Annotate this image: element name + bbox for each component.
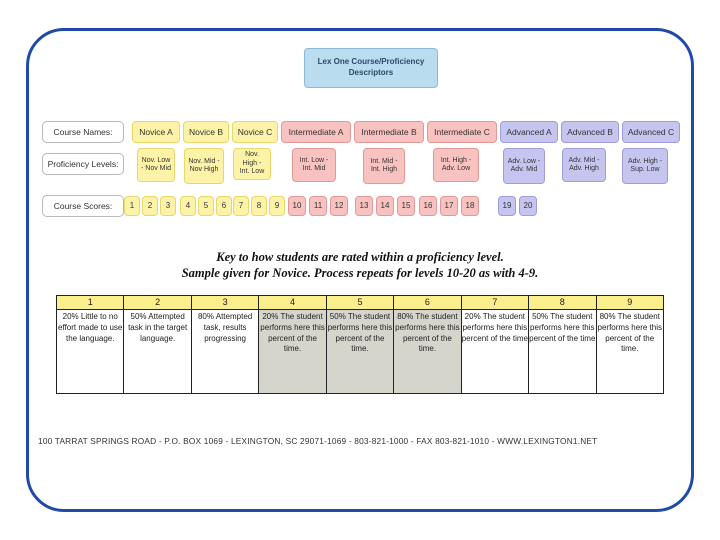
level-cell: Int. Mid -Int. High [363,148,405,184]
key-line-1: Key to how students are rated within a p… [216,250,504,264]
level-cell: Nov. High - Int. Low [233,148,271,180]
course-name-cell: Advanced C [622,121,680,143]
score-cell: 19 [498,196,516,216]
rating-header-cell: 2 [123,295,192,310]
course-name-cell: Advanced B [561,121,619,143]
score-cell: 5 [198,196,214,216]
score-cell: 15 [397,196,415,216]
score-cell: 4 [180,196,196,216]
score-cell: 8 [251,196,267,216]
score-cell: 6 [216,196,232,216]
course-name-cell: Intermediate A [281,121,351,143]
score-cell: 7 [233,196,249,216]
rating-cell: 80% The student performs here this perce… [595,309,664,394]
rating-header-cell: 7 [460,295,530,310]
course-names-row: Novice A Novice B Novice C Intermediate … [132,121,680,143]
score-cell: 2 [142,196,158,216]
score-cell: 16 [419,196,437,216]
rating-cell: 80% Attempted task, results progressing [190,309,260,394]
key-line-2: Sample given for Novice. Process repeats… [181,266,539,280]
score-cell: 9 [269,196,285,216]
rating-table: 1 2 3 4 5 6 7 8 9 20% Little to no effor… [55,295,664,394]
course-scores-label: Course Scores: [42,195,124,217]
course-name-cell: Advanced A [500,121,558,143]
intermediate-b-scores: 13 14 15 [355,196,415,216]
score-cell: 18 [461,196,479,216]
score-cell: 3 [160,196,176,216]
proficiency-levels-label: Proficiency Levels: [42,153,124,175]
footer-address: 100 TARRAT SPRINGS ROAD - P.O. BOX 1069 … [38,436,598,446]
rating-header-cell: 6 [393,295,462,310]
rating-cell: 50% The student performs here this perce… [528,309,597,394]
course-names-label: Course Names: [42,121,124,143]
rating-body-row: 20% Little to no effort made to use the … [55,309,664,394]
rating-cell: 50% Attempted task in the target languag… [123,309,192,394]
advanced-a-scores: 19 20 [498,196,537,216]
score-cell: 11 [309,196,327,216]
score-cell: 10 [288,196,306,216]
score-cell: 12 [330,196,348,216]
intermediate-a-scores: 10 11 12 [288,196,348,216]
course-name-cell: Novice C [232,121,278,143]
level-cell: Int. Low - Int. Mid [292,148,336,182]
level-cell: Int. High - Adv. Low [433,148,479,182]
rating-header-cell: 4 [258,295,327,310]
rating-cell: 20% Little to no effort made to use the … [55,309,125,394]
level-cell: Adv. Mid -Adv. High [562,148,606,182]
novice-a-scores: 1 2 3 [124,196,176,216]
score-cell: 17 [440,196,458,216]
score-cell: 13 [355,196,373,216]
level-cell: Nov. Low - Nov Mid [137,148,175,182]
rating-header-cell: 8 [528,295,597,310]
level-cell: Nov. Mid -Nov High [184,148,224,184]
course-name-cell: Novice B [183,121,229,143]
rating-header-cell: 1 [55,295,125,310]
score-cell: 20 [519,196,537,216]
course-name-cell: Intermediate B [354,121,424,143]
score-cell: 14 [376,196,394,216]
rating-cell: 20% The student performs here this perce… [258,309,327,394]
intermediate-c-scores: 16 17 18 [419,196,479,216]
rating-cell: 80% The student performs here this perce… [393,309,462,394]
novice-b-scores: 4 5 6 [180,196,232,216]
rating-header-row: 1 2 3 4 5 6 7 8 9 [55,295,664,310]
slide-frame [26,28,694,512]
rating-header-cell: 9 [595,295,664,310]
rating-cell: 50% The student performs here this perce… [325,309,395,394]
level-cell: Adv. High -Sup. Low [622,148,668,184]
rating-header-cell: 5 [325,295,395,310]
course-name-cell: Novice A [132,121,180,143]
score-cell: 1 [124,196,140,216]
rating-cell: 20% The student performs here this perce… [460,309,530,394]
novice-c-scores: 7 8 9 [233,196,285,216]
course-name-cell: Intermediate C [427,121,497,143]
diagram-title: Lex One Course/Proficiency Descriptors [304,48,438,88]
level-cell: Adv. Low - Adv. Mid [503,148,545,184]
rating-header-cell: 3 [190,295,260,310]
